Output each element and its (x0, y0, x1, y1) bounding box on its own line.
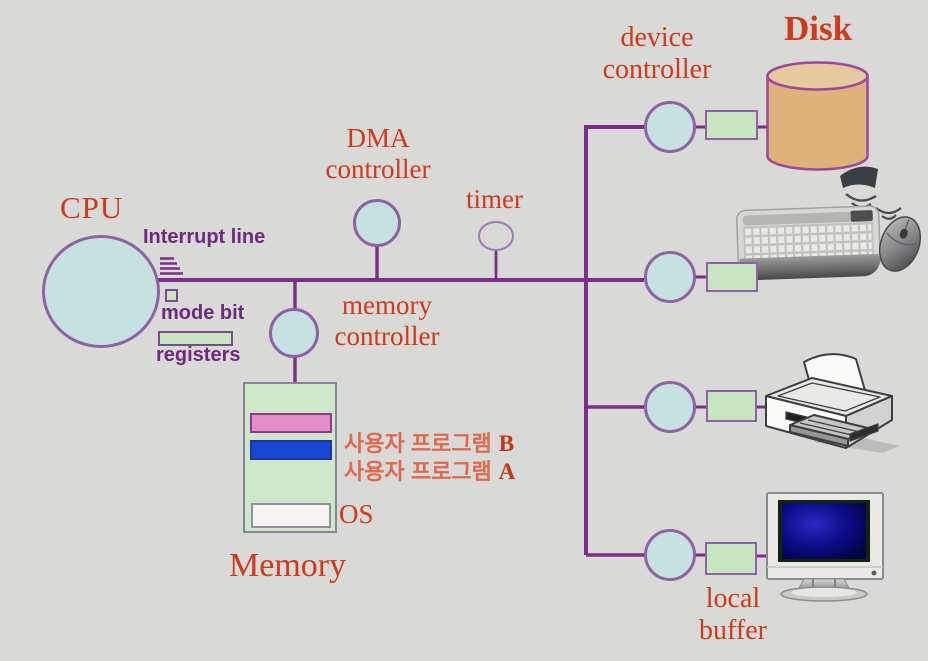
dma-controller-circle (353, 199, 401, 247)
printer-icon (765, 353, 893, 449)
memory-box (243, 382, 337, 533)
local-buffer-printer (706, 390, 757, 422)
timer-circle (478, 221, 514, 251)
user-program-a-bar (250, 440, 332, 460)
local-buffer-disk (705, 110, 758, 140)
mode-bit-box (165, 289, 178, 302)
disk-label: Disk (784, 9, 853, 48)
keyboard-mouse-image (736, 166, 922, 281)
monitor-icon (766, 492, 884, 602)
io-bus-line (584, 125, 644, 555)
interrupt-line-label: Interrupt line (143, 226, 266, 248)
monitor-image (766, 492, 884, 602)
timer-label: timer (466, 184, 523, 214)
device-controller-circle-keyboard (644, 251, 696, 303)
controller-to-buffer-connectors (695, 125, 707, 557)
user-program-b-text: 사용자 프로그램 (344, 431, 492, 456)
local-buffer-keyboard (706, 262, 758, 292)
memory-controller-circle (269, 308, 319, 358)
disk-body (766, 76, 869, 171)
printer-image (765, 353, 900, 453)
wireless-receiver-icon (840, 166, 878, 188)
user-program-b-bar (250, 413, 332, 433)
os-bar (251, 503, 331, 528)
registers-label: registers (156, 344, 241, 366)
registers-box (158, 331, 233, 346)
user-program-b-letter: B (498, 431, 515, 456)
monitor-screen (782, 503, 866, 559)
cpu-circle (42, 235, 160, 348)
cpu-label: CPU (60, 190, 124, 225)
device-controller-circle-monitor (644, 529, 696, 581)
keyboard-icon (736, 205, 881, 281)
disk-image (766, 61, 869, 171)
user-program-a-text: 사용자 프로그램 (344, 459, 492, 484)
interrupt-hatch-lines (160, 257, 183, 275)
wifi-waves-icon (875, 207, 902, 220)
wifi-waves-icon (845, 193, 877, 209)
memory-controller-label: memory controller (334, 290, 440, 351)
device-controller-circle-printer (644, 381, 696, 433)
local-buffer-label: local buffer (699, 583, 767, 646)
user-program-a-letter: A (498, 459, 516, 484)
memory-label: Memory (229, 547, 347, 584)
disk-top (766, 61, 869, 91)
mode-bit-label: mode bit (161, 302, 245, 324)
mouse-icon (878, 216, 922, 272)
device-controller-label: device controller (602, 22, 712, 85)
local-buffer-monitor (705, 542, 757, 575)
device-controller-circle-disk (644, 101, 696, 153)
os-label: OS (339, 499, 374, 529)
dma-controller-label: DMA controller (325, 123, 431, 184)
